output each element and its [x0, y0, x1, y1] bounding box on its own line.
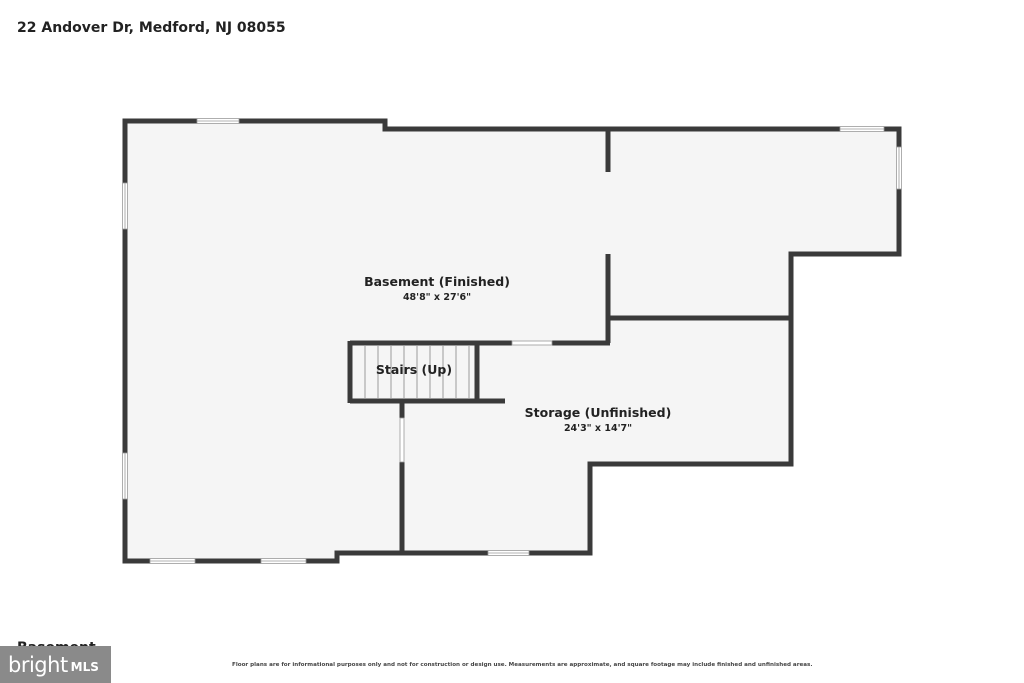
- bright-mls-logo: bright MLS: [0, 646, 111, 683]
- windows: [122, 118, 902, 564]
- room-dimensions-basement: 48'8" x 27'6": [403, 292, 471, 303]
- doorway: [511, 340, 553, 346]
- room-dimensions-storage: 24'3" x 14'7": [564, 423, 632, 434]
- doorways: [399, 340, 553, 463]
- property-address: 22 Andover Dr, Medford, NJ 08055: [17, 20, 286, 36]
- room-name-basement: Basement (Finished): [364, 274, 510, 289]
- interior-walls: [347, 131, 791, 553]
- outer-wall: [122, 118, 902, 564]
- room-name-stairs: Stairs (Up): [376, 362, 452, 377]
- stair-treads: [364, 346, 470, 398]
- doorway: [399, 417, 405, 463]
- disclaimer-text: Floor plans are for informational purpos…: [232, 662, 813, 668]
- logo-text: bright: [8, 652, 68, 677]
- room-name-storage: Storage (Unfinished): [525, 405, 672, 420]
- logo-suffix: MLS: [70, 659, 99, 674]
